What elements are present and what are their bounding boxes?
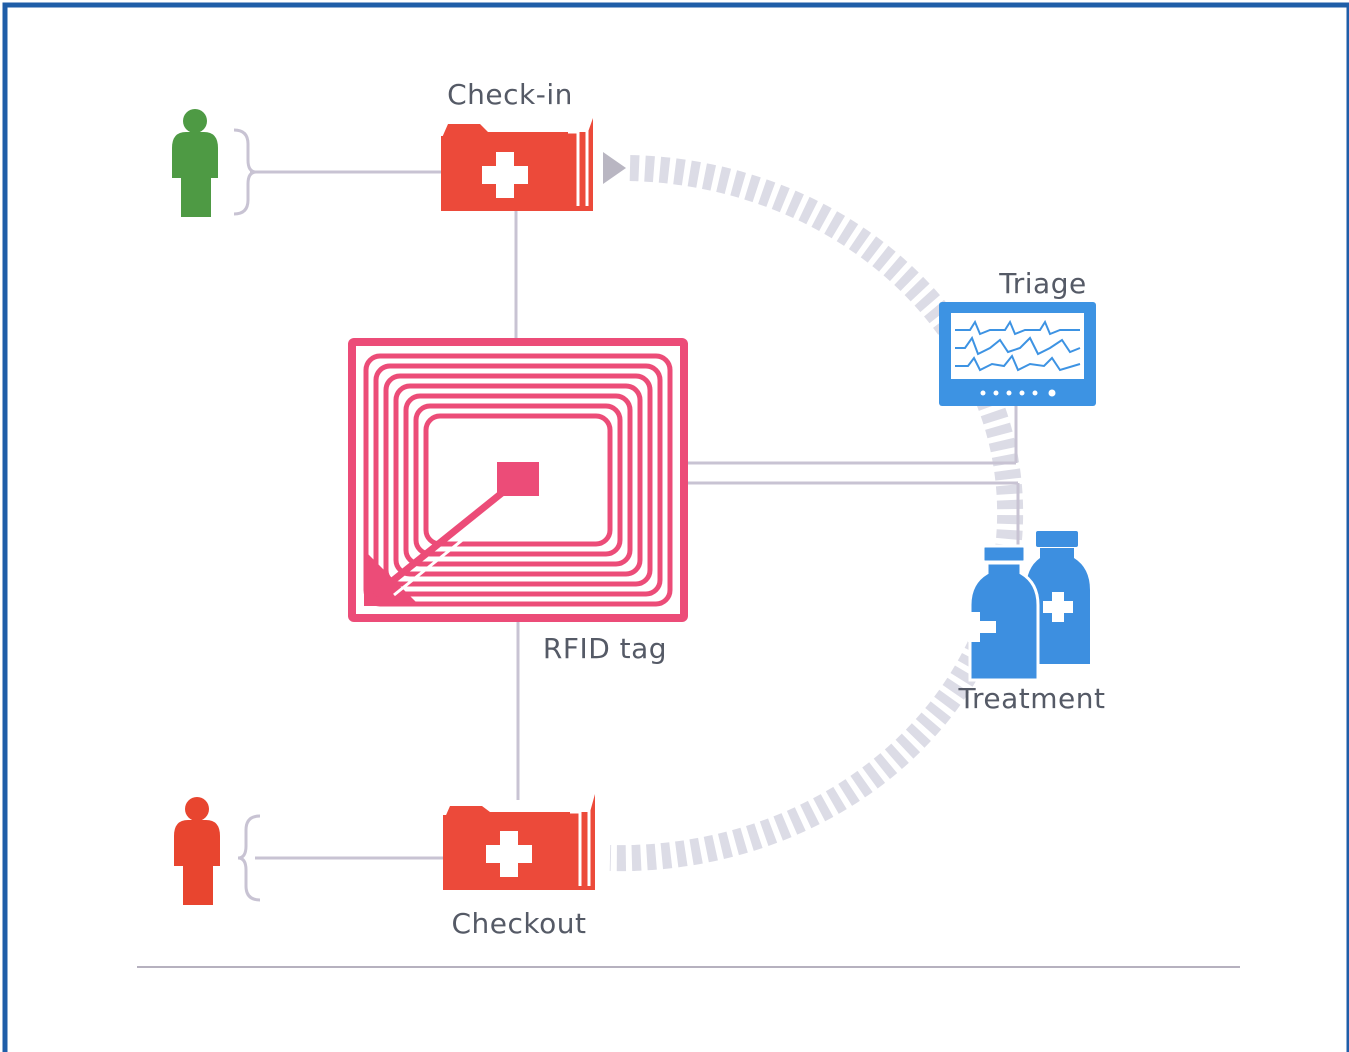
rfid-tag-icon <box>348 338 688 622</box>
checkout-folder-icon <box>443 794 595 890</box>
treatment-bottles-icon <box>968 531 1090 682</box>
checkin-brace <box>233 128 257 216</box>
connector-lines <box>250 170 1020 860</box>
rfid-tag-label: RFID tag <box>543 632 667 665</box>
triage-monitor-icon <box>939 302 1096 406</box>
flow-arrow-icon <box>603 152 626 184</box>
checkin-label: Check-in <box>447 78 573 111</box>
checkout-label: Checkout <box>452 907 587 940</box>
checkin-person-icon <box>172 109 218 217</box>
checkout-person-icon <box>174 797 220 905</box>
checkin-folder-icon <box>441 118 593 211</box>
flow-arc <box>609 155 1024 872</box>
triage-label: Triage <box>998 267 1086 300</box>
treatment-label: Treatment <box>958 682 1106 715</box>
checkout-brace <box>237 814 261 902</box>
